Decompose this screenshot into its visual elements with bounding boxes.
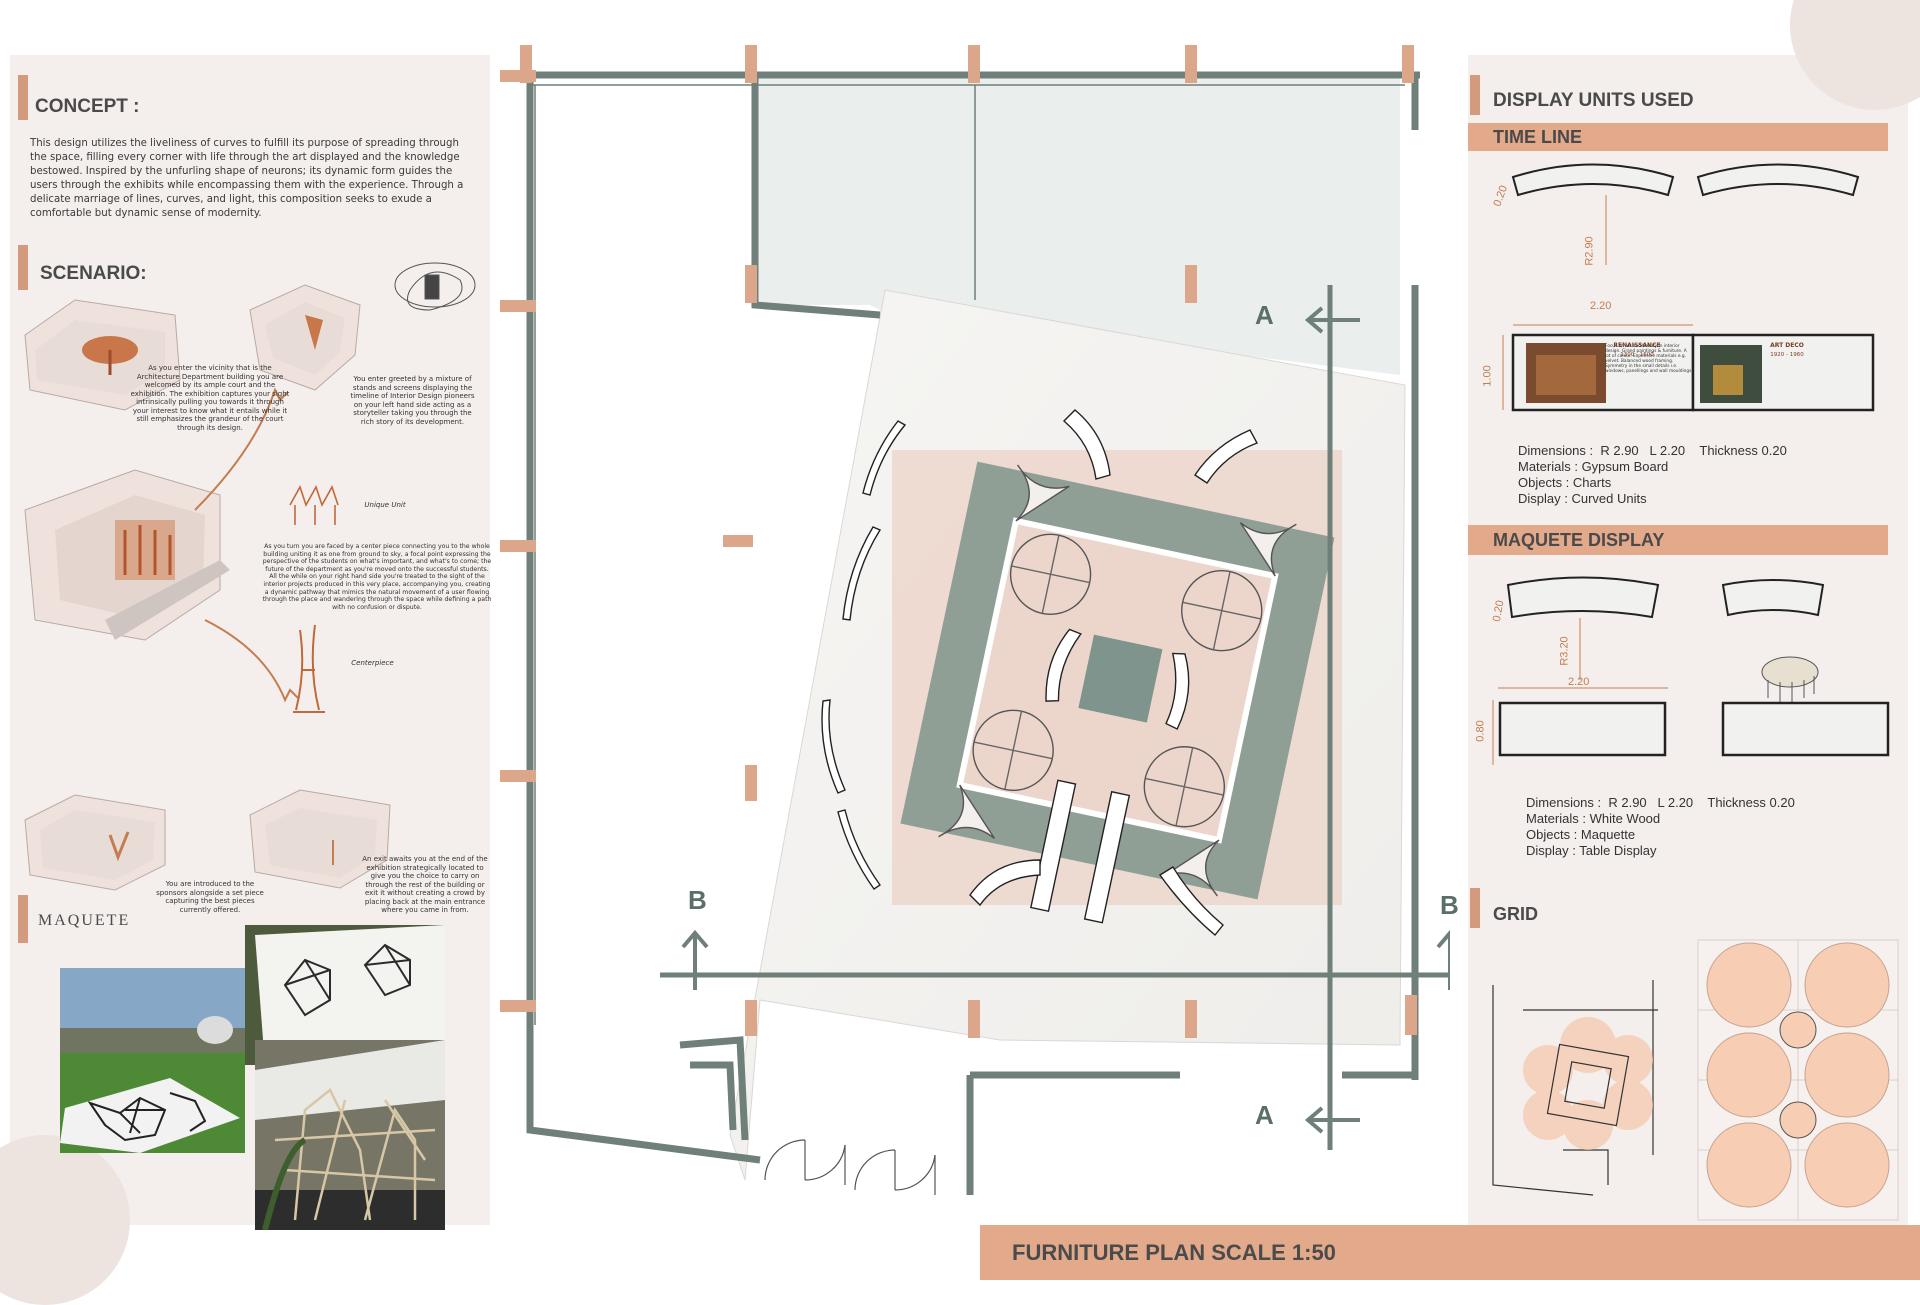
grid-title: GRID (1493, 904, 1538, 924)
board-1-years: 1300 - 1600 (1620, 352, 1654, 358)
maquette-photo-outdoor-art (60, 968, 245, 1153)
timeline-spec-objects: Objects : Charts (1518, 475, 1612, 490)
display-units-title: DISPLAY UNITS USED (1493, 90, 1694, 111)
timeline-curved-units (821, 409, 1258, 936)
scenario-sketches (24, 262, 476, 891)
maquete-accent-bar (18, 895, 28, 943)
unique-unit-label: Unique Unit (364, 501, 406, 509)
timeline-specs: Dimensions : R 2.90 L 2.20 Thickness 0.2… (1518, 443, 1787, 507)
maquete-display-title: MAQUETE DISPLAY (1493, 530, 1665, 550)
concept-accent-bar (18, 75, 28, 120)
grid-accent-bar (1470, 888, 1480, 928)
scenario-sketch-4 (24, 794, 166, 891)
concept-text: This design utilizes the liveliness of c… (30, 138, 464, 219)
scenario-title: SCENARIO: (40, 263, 147, 284)
maquete-spec-materials: Materials : White Wood (1526, 811, 1661, 826)
scenario-caption-2: You enter greeted by a mixture of stands… (350, 375, 475, 426)
upper-court-area (755, 75, 1400, 305)
board-2-years: 1920 - 1960 (1770, 352, 1804, 358)
maquette-photo-top-art (255, 925, 445, 1065)
timeline-radius-dim: R2.90 (1583, 236, 1596, 266)
scenario-caption-1: As you enter the vicinity that is the Ar… (130, 364, 290, 432)
scenario-sketch-3 (24, 387, 299, 703)
maquette-photo-outdoor (60, 968, 245, 1153)
columns (500, 45, 1417, 1038)
grid-drawings (1492, 939, 1899, 1221)
maquette-photo-detail-art (255, 1040, 445, 1230)
scenario-caption-5: An exit awaits you at the end of the exh… (362, 855, 488, 914)
centerpiece-sketch (293, 624, 325, 713)
maquete-spec-dimensions: Dimensions : R 2.90 L 2.20 Thickness 0.2… (1526, 795, 1795, 810)
unique-unit-sketch (289, 485, 339, 525)
entrance-doors (764, 1139, 936, 1195)
decorative-circle (0, 1135, 130, 1305)
section-label-a-bottom: A (1255, 1100, 1274, 1130)
upper-court-area-lower (755, 250, 1400, 375)
board-2-title: ART DECO (1770, 342, 1804, 349)
sketch-doodle (394, 262, 476, 311)
scenario-accent-bar (18, 245, 28, 290)
timeline-unit-drawing (1502, 163, 1875, 412)
footer-title: FURNITURE PLAN SCALE 1:50 (1012, 1240, 1336, 1265)
timeline-spec-dimensions: Dimensions : R 2.90 L 2.20 Thickness 0.2… (1518, 443, 1787, 458)
maquete-spec-objects: Objects : Maquette (1526, 827, 1636, 842)
timeline-spec-materials: Materials : Gypsum Board (1518, 459, 1669, 474)
maquete-unit-drawing (1492, 576, 1890, 765)
maquete-spec-display: Display : Table Display (1526, 843, 1657, 858)
scenario-caption-3: As you turn you are faced by a center pi… (262, 543, 492, 611)
concept-title: CONCEPT : (35, 96, 140, 117)
scenario-sketch-5 (249, 789, 391, 889)
board-1-notes: Focus on art and beauty in interior desi… (1605, 344, 1693, 374)
timeline-title: TIME LINE (1493, 127, 1582, 147)
section-arrows (681, 306, 1450, 1134)
footer-title-bar (980, 1225, 1920, 1280)
section-label-a-top: A (1255, 300, 1274, 330)
furniture-plan (500, 45, 1450, 1195)
timeline-height-dim: 1.00 (1481, 365, 1494, 387)
maquete-title: MAQUETE (38, 912, 131, 929)
timeline-strip (1468, 123, 1888, 151)
centerpiece-label: Centerpiece (351, 659, 394, 667)
maquete-specs: Dimensions : R 2.90 L 2.20 Thickness 0.2… (1526, 795, 1795, 859)
maquete-radius-dim: R3.20 (1558, 636, 1571, 666)
exhibition-centerpiece (900, 461, 1335, 924)
section-lines (660, 285, 1450, 1150)
scenario-sketch-2 (249, 284, 361, 391)
scenario-sketch-1 (24, 299, 181, 411)
maquette-photo-detail (255, 1040, 445, 1230)
section-label-b-right: B (1440, 890, 1459, 920)
timeline-length-dim: 2.20 (1590, 300, 1612, 312)
maquete-display-strip (1468, 525, 1888, 555)
scenario-caption-4: You are introduced to the sponsors along… (156, 880, 264, 914)
board-1-title: RENAISSANCE (1613, 342, 1661, 349)
section-label-b-left: B (688, 885, 707, 915)
display-units-accent-bar (1470, 75, 1480, 115)
maquete-height-dim: 0.80 (1474, 720, 1487, 742)
maquete-length-dim: 2.20 (1568, 676, 1590, 688)
timeline-spec-display: Display : Curved Units (1518, 491, 1647, 506)
